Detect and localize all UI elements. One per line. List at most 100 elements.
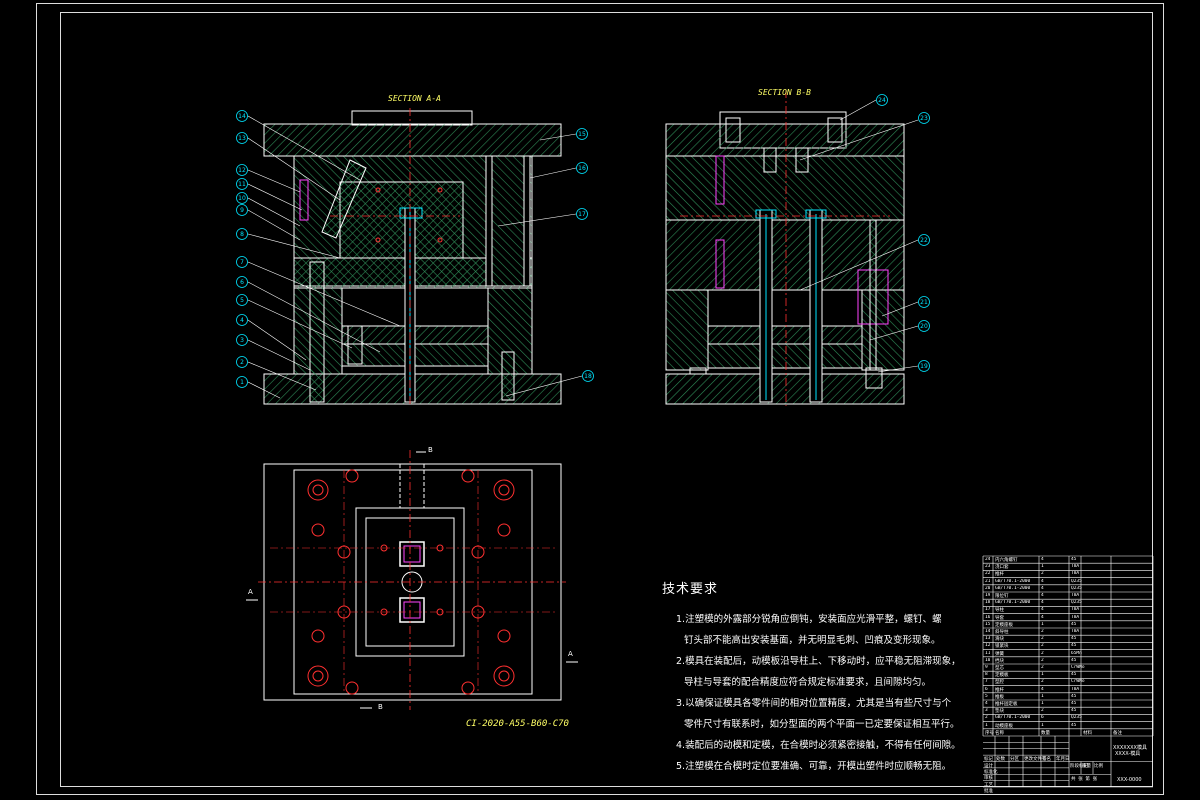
title-block-cell: Q235: [1071, 585, 1082, 591]
balloon-16: 16: [576, 162, 588, 174]
title-block-cell: 2: [1041, 650, 1044, 656]
title-block-sheet: 共 张 第 张: [1071, 776, 1098, 782]
balloon-label: 7: [240, 259, 244, 266]
title-block-cell: 4: [985, 701, 988, 706]
technical-requirements: 技术要求 1.注塑模的外露部分锐角应倒钝，安装面应光滑平整，螺钉、螺钉头部不能高…: [662, 578, 972, 779]
title-block-cell: T8A: [1071, 614, 1080, 620]
title-block-sign-label: 工艺: [984, 782, 993, 788]
title-block-cell: 1: [985, 722, 988, 728]
balloon-20: 20: [918, 320, 930, 332]
balloon-label: 11: [238, 181, 246, 188]
title-block-cell: 45: [1071, 708, 1077, 714]
title-block-sign-label: 标记: [984, 757, 993, 763]
balloon-22: 22: [918, 234, 930, 246]
balloon-24: 24: [876, 94, 888, 106]
title-block-cell: 推杆: [995, 687, 1004, 693]
title-block-cell: 15: [985, 621, 991, 627]
title-block-cell: 4: [1041, 607, 1044, 613]
balloon-label: 15: [578, 131, 586, 138]
tech-requirement-item: 1.注塑模的外露部分锐角应倒钝，安装面应光滑平整，螺钉、螺: [676, 614, 942, 625]
company-code: XXX-0000: [1117, 776, 1142, 783]
title-block-cell: 1: [1041, 722, 1044, 728]
balloon-8: 8: [236, 228, 248, 240]
title-block-cell: 垫块: [995, 709, 1004, 715]
balloon-label: 24: [878, 97, 886, 104]
title-block-header: 序号: [985, 730, 994, 736]
title-block-cell: 挡块: [995, 658, 1004, 664]
balloon-label: 14: [238, 113, 246, 120]
title-block-header: 备注: [1113, 730, 1122, 736]
title-block-cell: 17: [985, 607, 991, 613]
title-block-cell: 1: [1041, 701, 1044, 706]
title-block-cell: 动模座板: [995, 723, 1013, 729]
balloon-5: 5: [236, 294, 248, 306]
title-block-cell: 4: [1041, 593, 1044, 598]
balloon-1: 1: [236, 376, 248, 388]
title-block-cell: 推杆固定板: [995, 702, 1018, 707]
plan-view: [246, 450, 578, 710]
balloon-13: 13: [236, 132, 248, 144]
section-b-b-label: SECTION B-B: [758, 88, 811, 97]
title-block-cell: 7: [985, 679, 988, 685]
title-block-cell: T8A: [1071, 564, 1080, 570]
title-block-cell: 型芯: [995, 666, 1004, 671]
title-block-cell: 24: [985, 557, 991, 562]
title-block-cell: 4: [1041, 600, 1044, 606]
balloon-12: 12: [236, 164, 248, 176]
title-block-cell: 斜导柱: [995, 630, 1009, 635]
title-block-cell: 型腔: [995, 680, 1004, 686]
drawing-frame-inner: [60, 12, 1153, 787]
title-block-cell: 限位钉: [995, 594, 1009, 599]
title-block-sign-label: 处数: [996, 757, 1005, 763]
title-block-cell: 2: [1041, 665, 1044, 670]
title-block-cell: 2: [1041, 657, 1044, 663]
balloon-6: 6: [236, 276, 248, 288]
view-mark-a-right: A: [568, 650, 573, 658]
title-block-cell: 14: [985, 629, 991, 634]
title-block-cell: 2: [1041, 629, 1044, 634]
title-block-cell: 2: [1041, 571, 1044, 577]
view-mark-b-top: B: [428, 446, 433, 454]
title-block-cell: 45: [1071, 657, 1077, 663]
balloon-18: 18: [582, 370, 594, 382]
balloon-label: 6: [240, 279, 244, 286]
balloon-label: 22: [920, 237, 928, 244]
title-block-cell: 65Mn: [1071, 650, 1082, 656]
title-block-cell: 4: [1041, 557, 1044, 562]
title-block-sign-label: 批准: [984, 789, 993, 794]
title-block-header: 材料: [1083, 730, 1092, 736]
title-block-cell: Q235: [1071, 578, 1082, 584]
title-block-cell: 4: [1041, 686, 1044, 692]
balloon-label: 2: [240, 359, 244, 366]
balloon-23: 23: [918, 112, 930, 124]
title-block-cell: 2: [1041, 679, 1044, 685]
balloon-9: 9: [236, 204, 248, 216]
title-block-scale-label: 重量: [1082, 763, 1091, 769]
title-block-cell: 8: [985, 672, 988, 678]
title-block-grid: [982, 555, 1154, 788]
title-block-cell: 2: [985, 715, 988, 721]
title-block-cell: 4: [1041, 614, 1044, 620]
title-block-cell: 13: [985, 636, 991, 642]
title-block-cell: T8A: [1071, 686, 1080, 692]
title-block-cell: 定模板: [995, 673, 1009, 679]
balloon-leaders: [247, 99, 919, 399]
title-block-cell: 1: [1041, 672, 1044, 678]
tech-requirement-item: 5.注塑模在合模时定位要准确、可靠，开模出塑件时应顺畅无阻。: [676, 761, 952, 772]
title-block-cell: T8A: [1071, 607, 1080, 613]
title-block-cell: 6: [985, 686, 988, 692]
balloon-2: 2: [236, 356, 248, 368]
balloon-label: 3: [240, 337, 244, 344]
title-block-cell: 推板: [995, 694, 1004, 700]
title-block-cell: 45: [1071, 557, 1077, 562]
title-block-cell: GB/T70.1-2000: [995, 600, 1031, 606]
title-block-cell: 2: [1041, 636, 1044, 642]
balloon-label: 16: [578, 165, 586, 172]
title-block-cell: 2: [1041, 643, 1044, 649]
balloon-label: 20: [920, 323, 928, 330]
title-block-cell: 滑块: [995, 637, 1004, 643]
balloon-15: 15: [576, 128, 588, 140]
title-block-cell: 浇口套: [995, 565, 1009, 571]
